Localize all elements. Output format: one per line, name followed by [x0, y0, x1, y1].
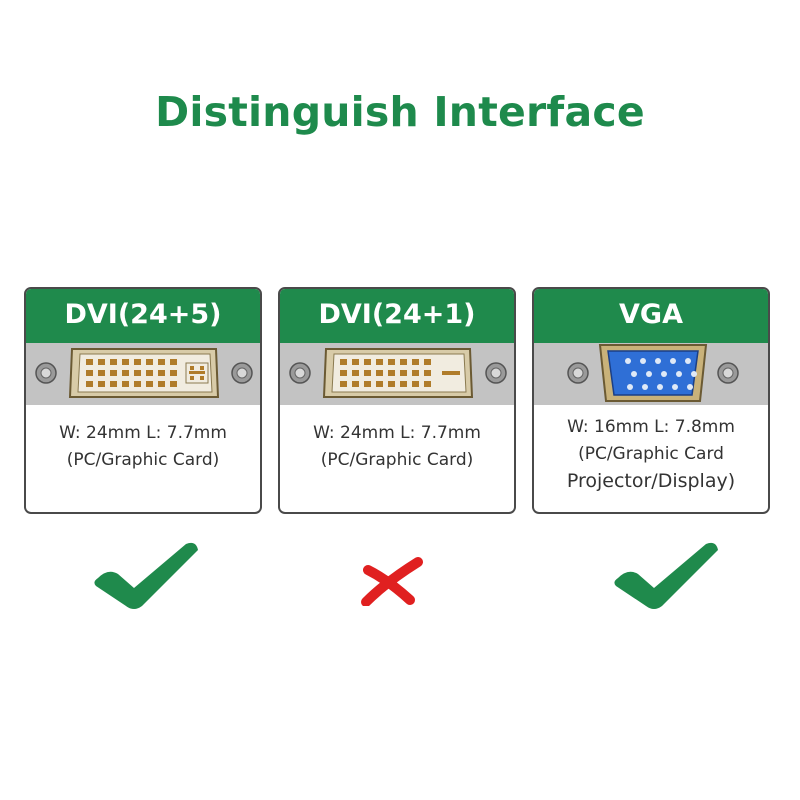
vga-pin	[640, 358, 646, 364]
dvi-pin	[424, 381, 431, 387]
vga-pin	[687, 384, 693, 390]
vga-pin	[625, 358, 631, 364]
card-spec-line: W: 24mm L: 7.7mm	[59, 423, 227, 443]
dvi-24-1-connector-icon	[289, 348, 507, 398]
vga-pin	[631, 371, 637, 377]
dvi-pin	[364, 381, 371, 387]
page-title: Distinguish Interface	[155, 88, 645, 136]
card-spec-line: (PC/Graphic Card	[578, 444, 724, 464]
vga-pin	[642, 384, 648, 390]
card-spec-line: W: 24mm L: 7.7mm	[313, 423, 481, 443]
dvi-pin	[110, 370, 117, 376]
dvi-pin	[134, 370, 141, 376]
dvi-pin	[146, 359, 153, 365]
dvi-pin	[98, 370, 105, 376]
dvi-pin	[352, 359, 359, 365]
dvi-pin	[364, 359, 371, 365]
card-spec-line: (PC/Graphic Card)	[320, 450, 474, 470]
dvi-pin	[110, 359, 117, 365]
dvi-pin	[412, 359, 419, 365]
connector-band	[280, 343, 514, 405]
vga-pin	[661, 371, 667, 377]
check-icon	[94, 542, 198, 609]
vga-pin	[672, 384, 678, 390]
vga-pin	[646, 371, 652, 377]
dvi-pin	[110, 381, 117, 387]
vga-pin	[691, 371, 697, 377]
dvi-pin	[388, 381, 395, 387]
card-header: DVI(24+1)	[280, 289, 514, 343]
card-specs: W: 24mm L: 7.7mm (PC/Graphic Card)	[280, 405, 514, 474]
dvi-pin	[340, 359, 347, 365]
dvi-pin	[98, 381, 105, 387]
card-dvi-24-1: DVI(24+1) W: 24mm L: 7.7mm (PC/Graphic C…	[278, 287, 516, 514]
dvi-pin	[86, 370, 93, 376]
dvi-pin	[388, 370, 395, 376]
vga-pin	[670, 358, 676, 364]
dvi-pin	[170, 359, 177, 365]
dvi-pin	[158, 381, 165, 387]
dvi-pin	[412, 381, 419, 387]
dvi-pin	[98, 359, 105, 365]
card-specs: W: 24mm L: 7.7mm (PC/Graphic Card)	[26, 405, 260, 474]
dvi-pin	[400, 359, 407, 365]
dvi-pin	[122, 359, 129, 365]
dvi-pin	[364, 370, 371, 376]
dvi-pin	[122, 370, 129, 376]
connector-band	[26, 343, 260, 405]
dvi-pin	[86, 359, 93, 365]
dvi-pin	[146, 381, 153, 387]
card-header: DVI(24+5)	[26, 289, 260, 343]
vga-pin	[655, 358, 661, 364]
dvi-24-5-connector-icon	[35, 348, 253, 398]
card-vga: VGA W: 16mm L: 7.8mm (PC/Graphic Card Pr…	[532, 287, 770, 514]
card-spec-line: W: 16mm L: 7.8mm	[567, 417, 735, 437]
card-specs: W: 16mm L: 7.8mm (PC/Graphic Card Projec…	[534, 405, 768, 495]
dvi-pin	[170, 381, 177, 387]
dvi-pin	[340, 370, 347, 376]
dvi-pin	[400, 381, 407, 387]
dvi-pin	[424, 359, 431, 365]
dvi-pin	[388, 359, 395, 365]
card-spec-line: Projector/Display)	[566, 470, 736, 492]
dvi-pin	[170, 370, 177, 376]
connector-band	[534, 343, 768, 405]
card-spec-line: (PC/Graphic Card)	[66, 450, 220, 470]
dvi-pin	[122, 381, 129, 387]
card-header: VGA	[534, 289, 768, 343]
check-icon	[614, 542, 718, 609]
vga-connector-icon	[567, 344, 739, 402]
dvi-pin	[134, 381, 141, 387]
vga-pin	[627, 384, 633, 390]
dvi-pin	[86, 381, 93, 387]
dvi-pin	[412, 370, 419, 376]
dvi-pin	[146, 370, 153, 376]
dvi-pin	[158, 370, 165, 376]
vga-pin	[685, 358, 691, 364]
dvi-pin	[134, 359, 141, 365]
vga-pin	[657, 384, 663, 390]
dvi-pin	[340, 381, 347, 387]
dvi-pin	[376, 359, 383, 365]
dvi-pin	[400, 370, 407, 376]
dvi-pin	[352, 381, 359, 387]
dvi-pin	[352, 370, 359, 376]
dvi-pin	[424, 370, 431, 376]
dvi-pin	[376, 381, 383, 387]
dvi-pin	[158, 359, 165, 365]
cross-icon	[361, 557, 423, 606]
card-dvi-24-5: DVI(24+5) W: 24mm L: 7.7mm (PC/Graphic C…	[24, 287, 262, 514]
vga-pin	[676, 371, 682, 377]
dvi-pin	[376, 370, 383, 376]
